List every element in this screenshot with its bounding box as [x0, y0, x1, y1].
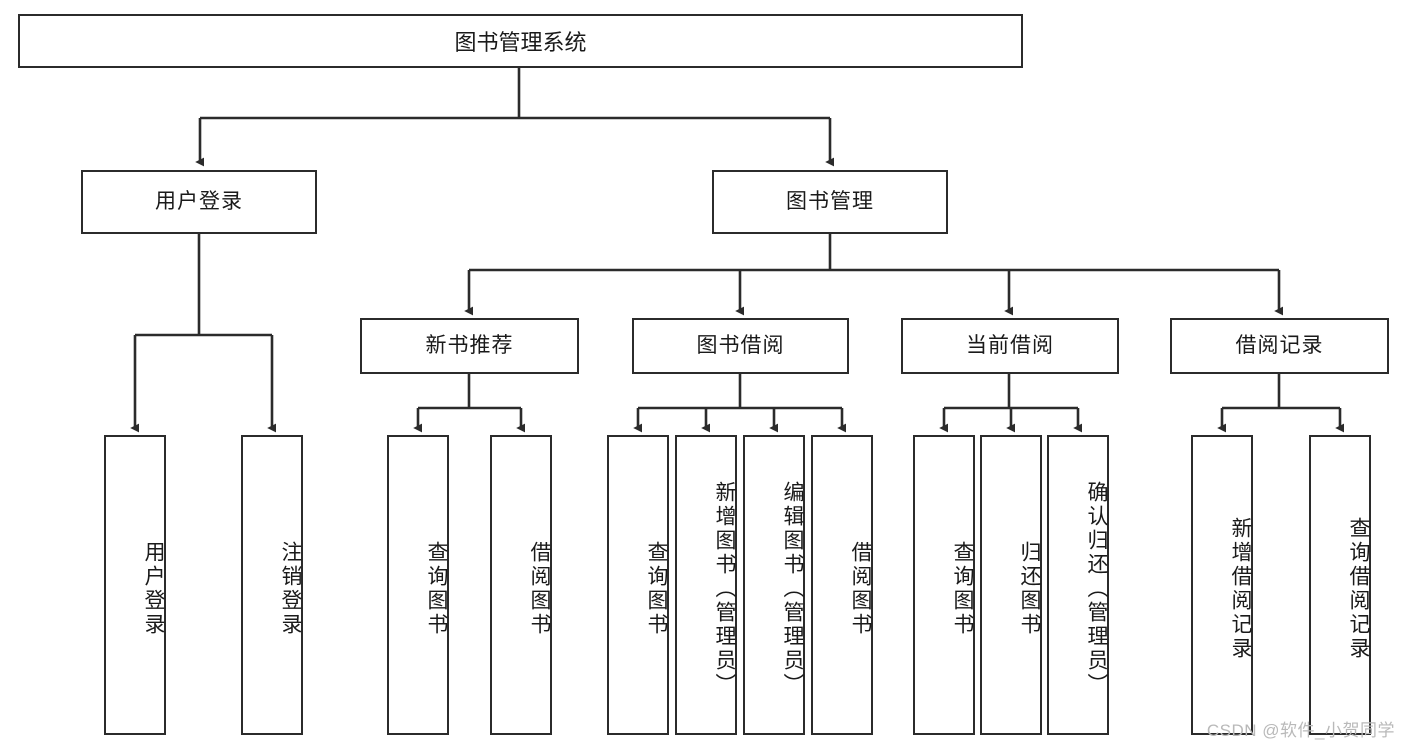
leaf-label: 用户登录 — [142, 541, 165, 637]
leaf-user-login-login[interactable]: 用户登录 — [104, 435, 166, 735]
leaf-label: 确认归还（管理员） — [1085, 481, 1108, 697]
leaf-current-borrow-confirm-return-admin[interactable]: 确认归还（管理员） — [1047, 435, 1109, 735]
leaf-book-borrow-add-book-admin[interactable]: 新增图书（管理员） — [675, 435, 737, 735]
leaf-user-login-logout[interactable]: 注销登录 — [241, 435, 303, 735]
leaf-label: 编辑图书（管理员） — [781, 481, 804, 697]
leaf-book-borrow-borrow-book[interactable]: 借阅图书 — [811, 435, 873, 735]
leaf-current-borrow-query-book[interactable]: 查询图书 — [913, 435, 975, 735]
leaf-label: 归还图书 — [1018, 541, 1041, 637]
leaf-book-borrow-query-book[interactable]: 查询图书 — [607, 435, 669, 735]
node-label: 当前借阅 — [966, 334, 1054, 358]
node-current-borrow[interactable]: 当前借阅 — [901, 318, 1119, 374]
node-label: 图书管理 — [786, 190, 874, 214]
leaf-book-borrow-edit-book-admin[interactable]: 编辑图书（管理员） — [743, 435, 805, 735]
leaf-label: 查询图书 — [951, 541, 974, 637]
node-user-login[interactable]: 用户登录 — [81, 170, 317, 234]
node-label: 新书推荐 — [425, 334, 514, 358]
node-label: 图书借阅 — [696, 334, 785, 358]
node-label: 借阅记录 — [1235, 334, 1324, 358]
watermark-text: CSDN @软件_小贺同学 — [1206, 721, 1395, 740]
leaf-label: 借阅图书 — [528, 541, 551, 637]
node-new-book-recommend[interactable]: 新书推荐 — [360, 318, 579, 374]
leaf-label: 借阅图书 — [849, 541, 872, 637]
leaf-new-book-query-book[interactable]: 查询图书 — [387, 435, 449, 735]
node-borrow-record[interactable]: 借阅记录 — [1170, 318, 1389, 374]
leaf-label: 新增借阅记录 — [1229, 517, 1252, 661]
node-label: 用户登录 — [155, 190, 243, 214]
leaf-label: 查询图书 — [425, 541, 448, 637]
leaf-label: 注销登录 — [279, 541, 302, 637]
node-book-borrow[interactable]: 图书借阅 — [632, 318, 849, 374]
node-book-management[interactable]: 图书管理 — [712, 170, 948, 234]
leaf-label: 查询图书 — [645, 541, 668, 637]
leaf-label: 新增图书（管理员） — [713, 481, 736, 697]
leaf-new-book-borrow-book[interactable]: 借阅图书 — [490, 435, 552, 735]
leaf-label: 查询借阅记录 — [1347, 517, 1370, 661]
leaf-borrow-record-query-record[interactable]: 查询借阅记录 — [1309, 435, 1371, 735]
leaf-borrow-record-add-record[interactable]: 新增借阅记录 — [1191, 435, 1253, 735]
node-root-library-management-system[interactable]: 图书管理系统 — [18, 14, 1023, 68]
node-label: 图书管理系统 — [454, 30, 587, 55]
leaf-current-borrow-return-book[interactable]: 归还图书 — [980, 435, 1042, 735]
